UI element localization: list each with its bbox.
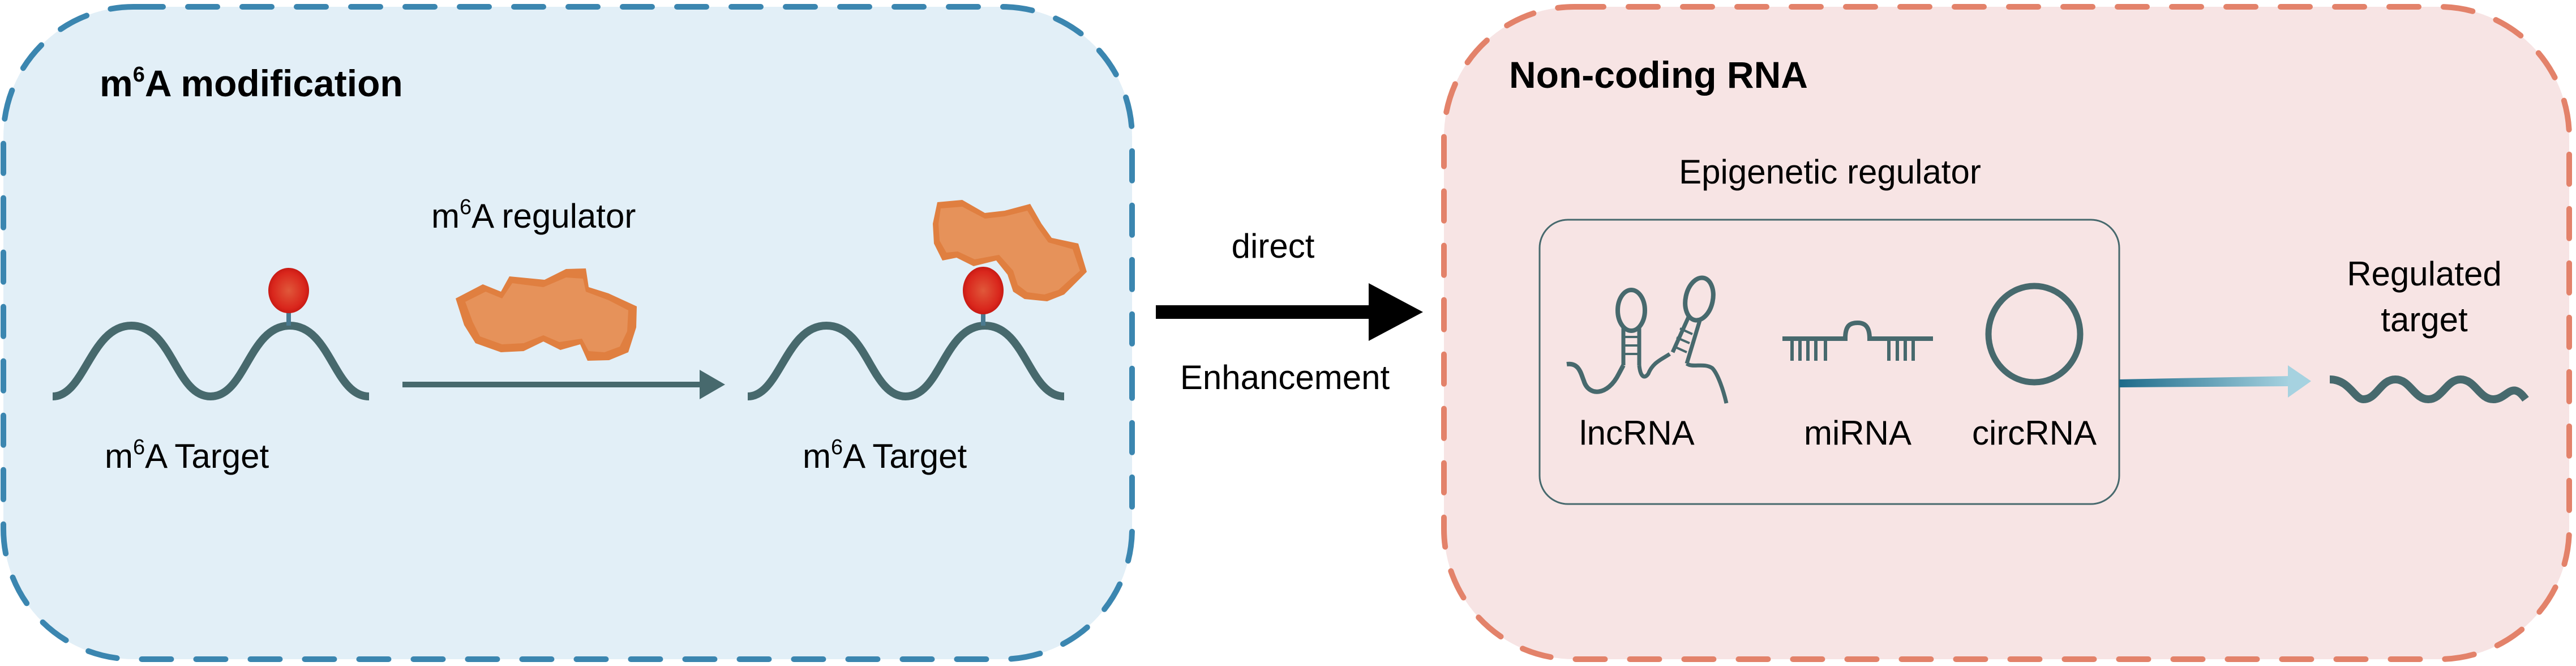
right-panel-box bbox=[1441, 4, 2572, 662]
circrna-label: circRNA bbox=[1972, 414, 2097, 452]
regulated-target-label-line1: Regulated bbox=[2347, 255, 2502, 293]
rna-target-bound bbox=[747, 200, 1087, 401]
enhancement-label: Enhancement bbox=[1180, 358, 1390, 396]
rna-target-unbound bbox=[52, 268, 370, 401]
lncrna-label: lncRNA bbox=[1579, 414, 1694, 452]
regulated-target-wave-icon bbox=[2329, 375, 2529, 404]
connector: direct Enhancement bbox=[1156, 227, 1423, 396]
mirna-duplex-icon bbox=[1782, 320, 1933, 361]
regulated-target-label-line2: target bbox=[2381, 301, 2468, 339]
left-panel-title: m6A modification bbox=[100, 62, 403, 104]
right-panel-title: Non-coding RNA bbox=[1509, 54, 1808, 96]
epigenetic-regulator-label: Epigenetic regulator bbox=[1679, 153, 1981, 191]
modification-arrow-icon bbox=[402, 370, 725, 399]
m6a-regulator-label: m6A regulator bbox=[431, 195, 636, 235]
rna-wave-icon bbox=[52, 321, 370, 401]
circrna-ring-icon bbox=[1985, 283, 2084, 386]
lncrna-hairpin-icon bbox=[1566, 275, 1729, 404]
m6a-mark-icon bbox=[268, 268, 309, 313]
direct-label: direct bbox=[1232, 227, 1315, 265]
m6a-mark-icon bbox=[963, 267, 1004, 314]
mirna-label: miRNA bbox=[1804, 414, 1911, 452]
rna-wave-icon bbox=[747, 321, 1065, 401]
regulation-arrow-icon bbox=[2119, 365, 2311, 398]
m6a-target-label-after: m6A Target bbox=[803, 436, 967, 475]
m6a-regulator-protein-icon bbox=[933, 200, 1087, 301]
direct-arrow-icon bbox=[1156, 283, 1423, 341]
m6a-regulator-protein-icon bbox=[456, 268, 637, 361]
non-coding-rna-panel: Non-coding RNA Epigenetic regulator lncR… bbox=[1441, 4, 2572, 662]
m6a-modification-panel: m6A modification m6A regulator m6A Targe… bbox=[1, 4, 1135, 662]
m6a-target-label-before: m6A Target bbox=[105, 436, 269, 475]
epigenetic-regulator-box bbox=[1538, 219, 2120, 505]
